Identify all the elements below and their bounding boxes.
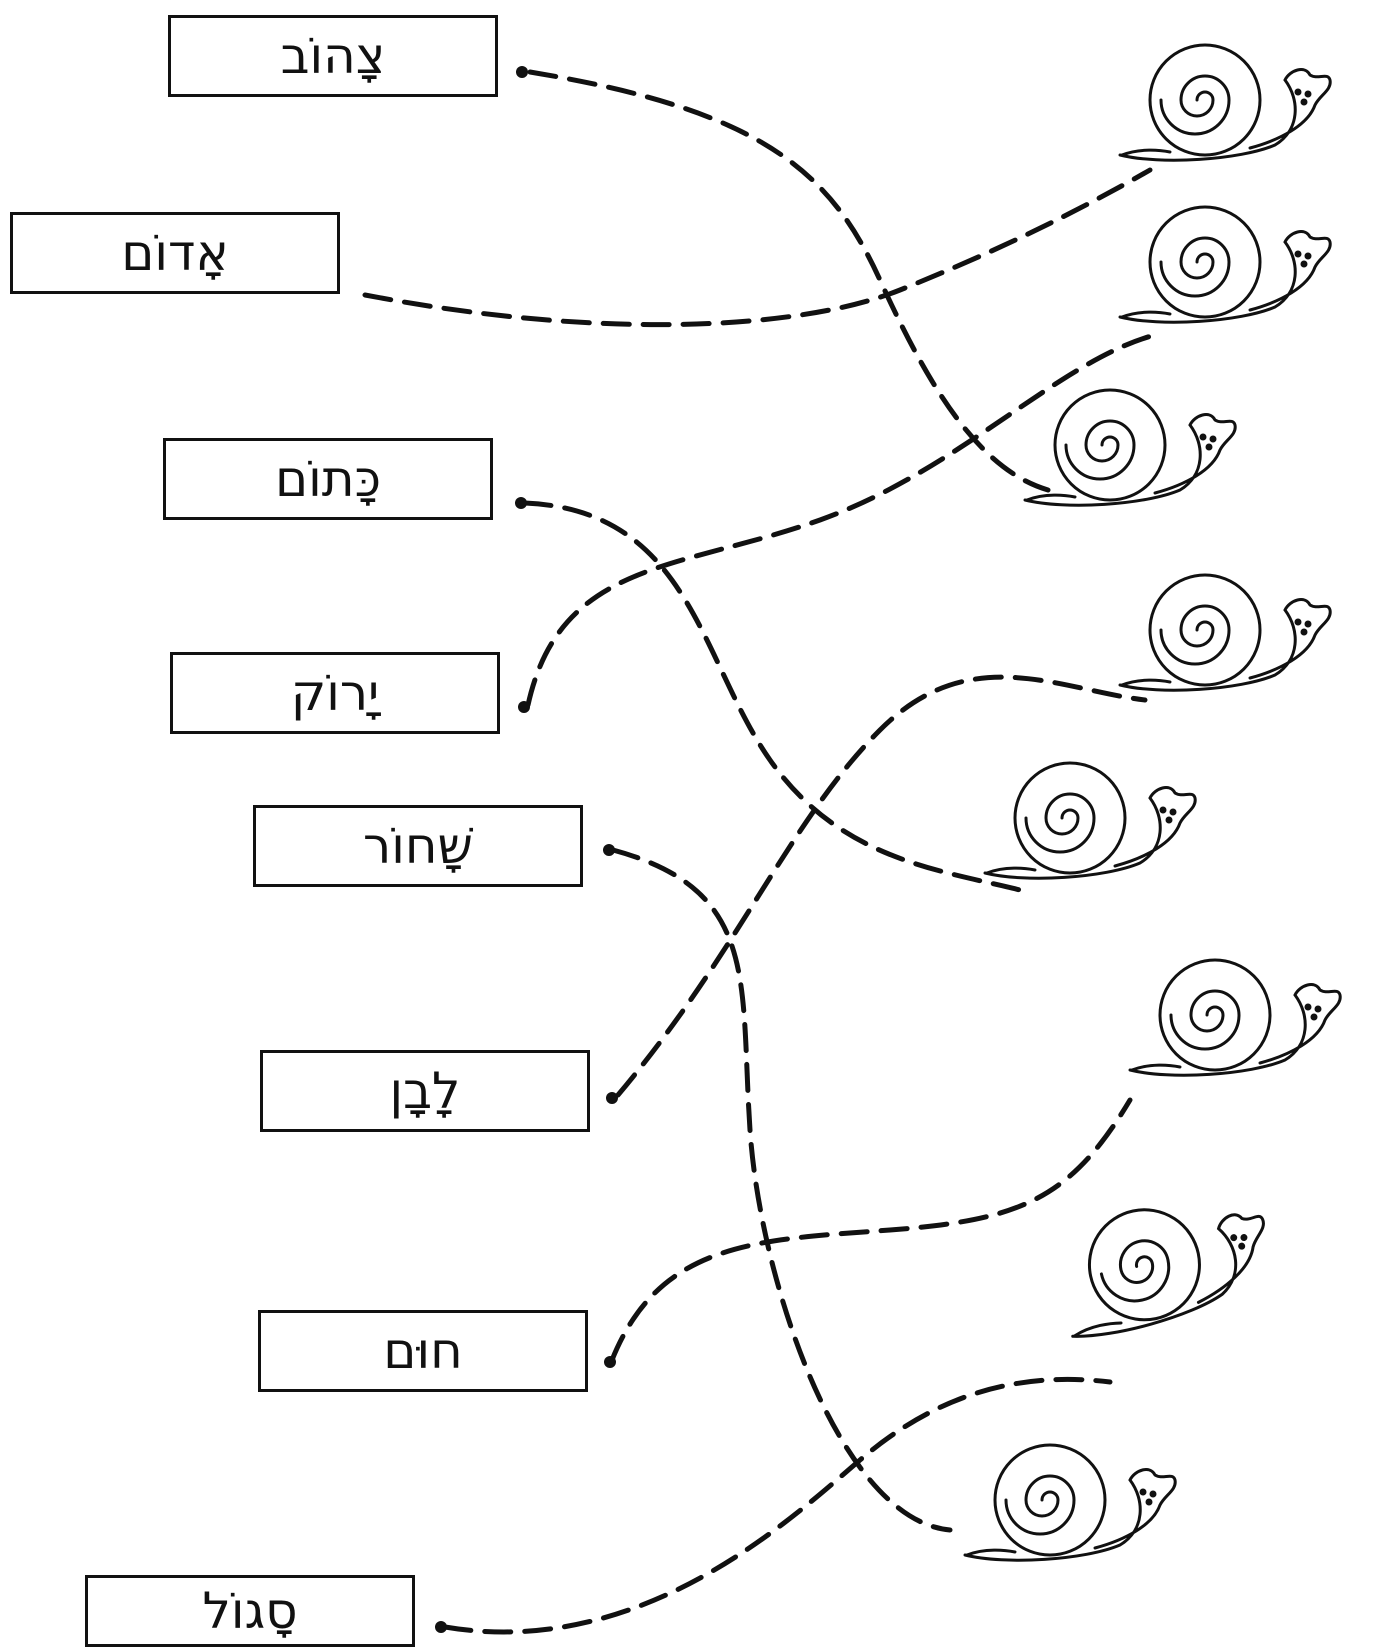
word-box-brown[interactable]: חוּם <box>258 1310 588 1392</box>
snail-icon <box>1118 205 1332 324</box>
snail-icon <box>983 761 1197 880</box>
word-label: כָּתוֹם <box>274 450 382 508</box>
match-line-green <box>525 332 1158 708</box>
match-line-brown <box>609 1097 1133 1363</box>
word-box-green[interactable]: יָרוֹק <box>170 652 500 734</box>
word-box-black[interactable]: שָׁחוֹר <box>253 805 583 887</box>
word-label: לָבָן <box>389 1062 461 1120</box>
word-label: סָגוֹל <box>202 1582 298 1640</box>
snail-icon <box>1118 573 1332 692</box>
word-box-orange[interactable]: כָּתוֹם <box>163 438 493 520</box>
word-label: חוּם <box>383 1322 463 1380</box>
dot-yellow <box>516 66 528 78</box>
snail-icon <box>1048 1183 1281 1343</box>
match-line-yellow <box>527 69 1051 493</box>
match-line-white <box>615 674 1148 1098</box>
dot-black <box>603 844 615 856</box>
snail-icon <box>963 1443 1177 1562</box>
word-label: צָהוֹב <box>280 27 386 85</box>
dot-orange <box>515 497 527 509</box>
dot-white <box>606 1092 618 1104</box>
word-box-red[interactable]: אָדוֹם <box>10 212 340 294</box>
word-label: שָׁחוֹר <box>363 817 473 875</box>
snail-icon <box>1118 43 1332 162</box>
dot-brown <box>604 1356 616 1368</box>
word-label: יָרוֹק <box>290 664 380 722</box>
dot-purple <box>435 1621 447 1633</box>
match-line-orange <box>522 500 1023 893</box>
word-box-white[interactable]: לָבָן <box>260 1050 590 1132</box>
word-label: אָדוֹם <box>121 224 229 282</box>
match-line-black <box>610 847 953 1533</box>
snail-icon <box>1023 388 1237 507</box>
snails <box>963 43 1342 1562</box>
word-box-purple[interactable]: סָגוֹל <box>85 1575 415 1647</box>
snail-icon <box>1128 958 1342 1077</box>
word-box-yellow[interactable]: צָהוֹב <box>168 15 498 97</box>
match-line-red <box>362 167 1153 328</box>
dot-green <box>518 701 530 713</box>
